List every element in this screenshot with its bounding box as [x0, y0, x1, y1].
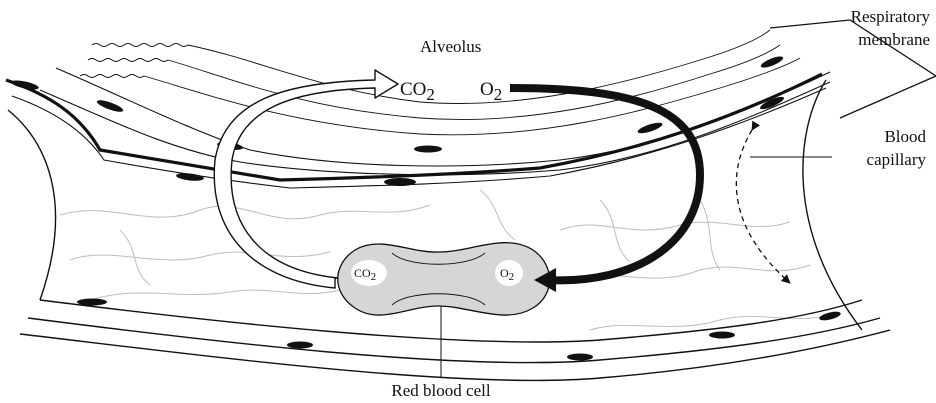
membrane-thickness-arrow [736, 130, 790, 283]
respiratory-membrane-label-line1: Respiratory [851, 7, 931, 26]
o2-gas-label: O2 [480, 79, 502, 104]
red-blood-cell-label: Red blood cell [391, 381, 490, 400]
respiratory-membrane-label-line2: membrane [858, 30, 930, 49]
blood-capillary-label-line2: capillary [867, 150, 927, 169]
blood-capillary-label-line1: Blood [884, 127, 926, 146]
o2-diffusion-arrow [510, 88, 700, 280]
red-blood-cell: CO2 O2 [338, 243, 550, 315]
alveolus-label: Alveolus [420, 37, 481, 56]
blood-capillary-outline [8, 80, 890, 380]
